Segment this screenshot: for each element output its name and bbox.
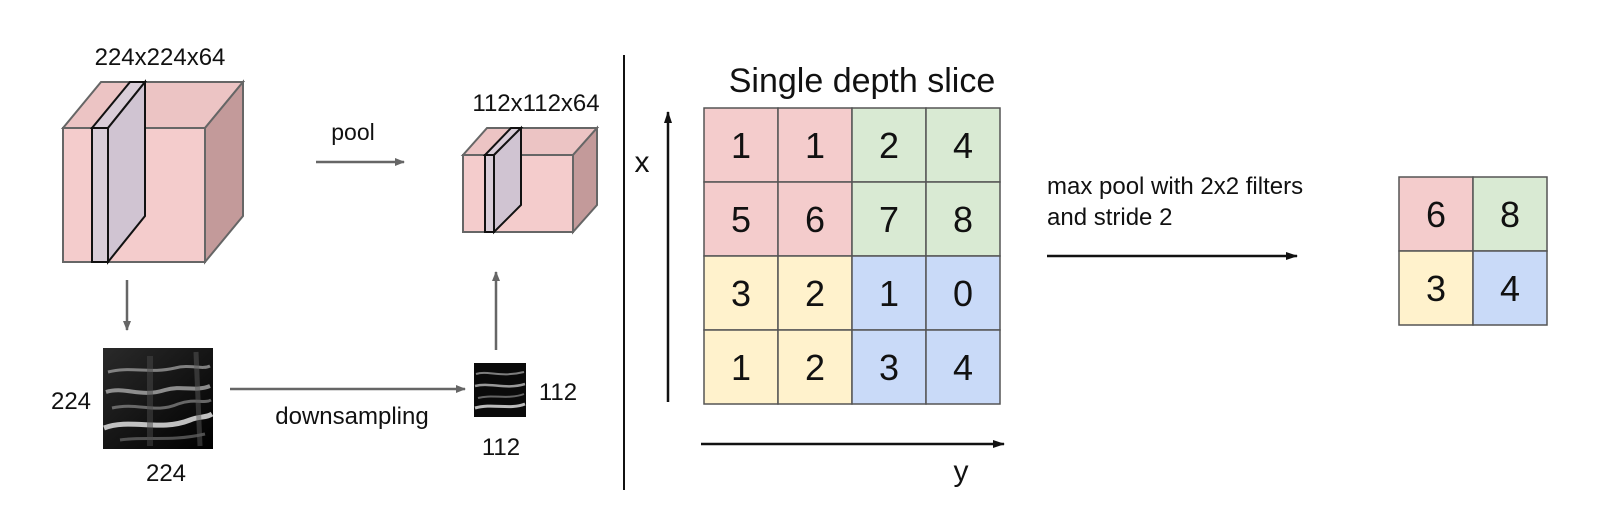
input-grid-cell-value: 4 <box>953 125 973 166</box>
input-grid-cell-value: 1 <box>879 273 899 314</box>
image-small-width-label: 112 <box>482 434 520 461</box>
output-grid-cell <box>1398 250 1474 326</box>
volume-small-label: 112x112x64 <box>472 90 599 117</box>
caption-line2: and stride 2 <box>1047 204 1172 231</box>
volume-large-label: 224x224x64 <box>95 44 226 71</box>
volume-small: 112x112x64 <box>460 90 600 235</box>
output-grid-cell-value: 3 <box>1426 268 1446 309</box>
input-grid-cell-value: 1 <box>731 347 751 388</box>
pool-label: pool <box>331 119 374 145</box>
input-grid-cell-value: 0 <box>953 273 973 314</box>
input-grid-cell <box>925 255 1001 331</box>
input-grid-cell-value: 1 <box>805 125 825 166</box>
caption-line1: max pool with 2x2 filters <box>1047 173 1303 200</box>
input-grid-cell-value: 4 <box>953 347 973 388</box>
input-grid-cell-value: 3 <box>731 273 751 314</box>
input-grid-cell <box>777 255 853 331</box>
input-grid-cell-value: 3 <box>879 347 899 388</box>
input-grid-cell <box>777 107 853 183</box>
input-grid-cell-value: 7 <box>879 199 899 240</box>
input-grid-cell-value: 2 <box>879 125 899 166</box>
output-grid-cell <box>1472 176 1548 252</box>
input-grid-cell <box>703 255 779 331</box>
input-grid-cell-value: 8 <box>953 199 973 240</box>
input-grid-cell <box>851 255 927 331</box>
image-large-height-label: 224 <box>51 388 91 415</box>
depth-slice-large <box>89 79 148 265</box>
output-grid-cell <box>1398 176 1474 252</box>
y-axis-label: y <box>954 455 969 488</box>
input-grid-cell-value: 2 <box>805 273 825 314</box>
single-depth-slice-title: Single depth slice <box>729 62 996 100</box>
depth-slice-small <box>482 125 524 235</box>
output-grid-cell <box>1472 250 1548 326</box>
input-grid-cell <box>851 329 927 405</box>
input-grid-cell-value: 1 <box>731 125 751 166</box>
downsampling-label: downsampling <box>275 403 428 430</box>
input-grid-cell-value: 5 <box>731 199 751 240</box>
input-grid-cell <box>925 329 1001 405</box>
output-grid: 6 8 3 4 <box>1398 176 1548 326</box>
x-axis-label: x <box>635 146 650 179</box>
image-large-width-label: 224 <box>146 460 186 487</box>
volume-large: 224x224x64 <box>60 44 246 265</box>
input-grid: 1 1 2 4 5 6 7 8 3 2 1 0 1 2 3 4 <box>703 107 1001 405</box>
input-grid-cell <box>703 329 779 405</box>
input-grid-cell-value: 6 <box>805 199 825 240</box>
feature-map-large <box>103 348 214 449</box>
image-small-height-label: 112 <box>539 379 577 406</box>
output-grid-cell-value: 4 <box>1500 268 1520 309</box>
input-grid-cell-value: 2 <box>805 347 825 388</box>
left-panel: 224x224x64 pool 112x112x64 <box>51 44 600 487</box>
input-grid-cell <box>777 181 853 257</box>
input-grid-cell <box>851 181 927 257</box>
input-grid-cell <box>925 181 1001 257</box>
input-grid-cell <box>925 107 1001 183</box>
feature-map-small <box>474 363 526 417</box>
output-grid-cell-value: 6 <box>1426 194 1446 235</box>
output-grid-cell-value: 8 <box>1500 194 1520 235</box>
